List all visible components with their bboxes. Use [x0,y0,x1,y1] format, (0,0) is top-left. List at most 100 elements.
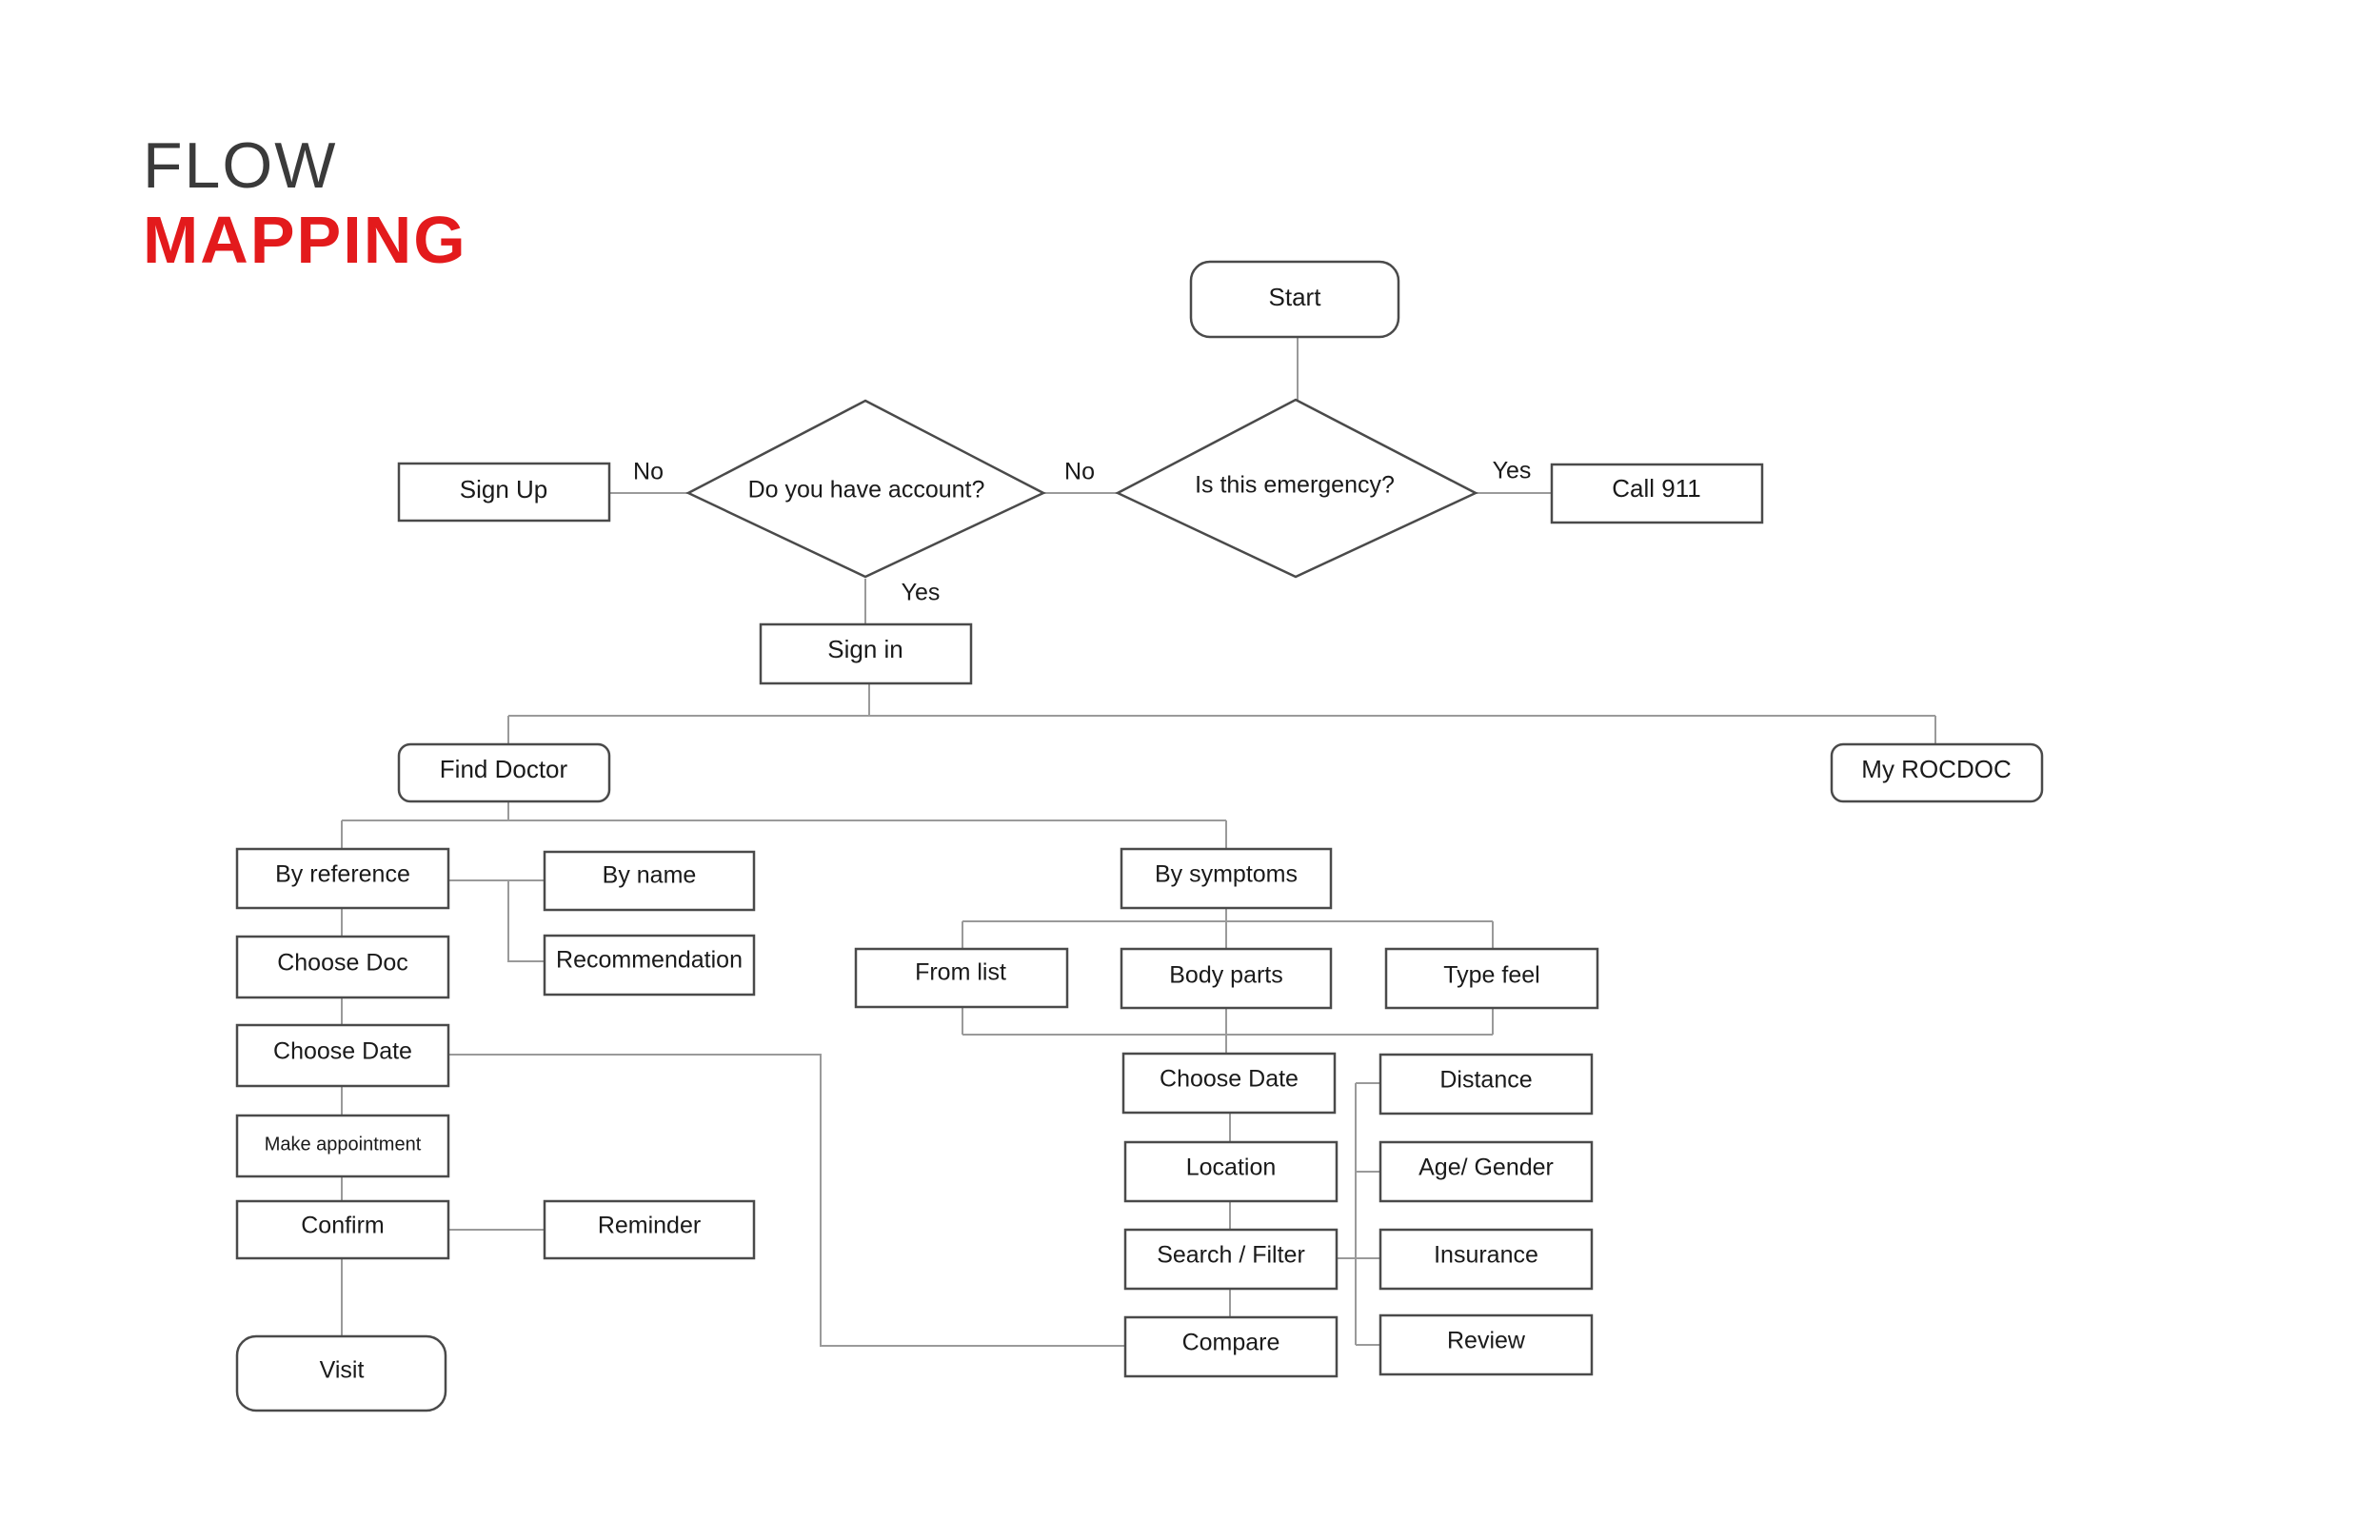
body-parts-label: Body parts [1169,962,1283,989]
recommendation-box[interactable]: Recommendation [543,934,756,997]
by-symptoms-shape [1120,847,1333,910]
connectors [341,337,1936,1347]
review-label: Review [1447,1328,1526,1354]
choose-date-right-shape [1121,1052,1337,1115]
search-filter-box[interactable]: Search / Filter [1123,1228,1339,1291]
compare-label: Compare [1182,1330,1280,1356]
reminder-box[interactable]: Reminder [543,1199,756,1260]
by-reference-box[interactable]: By reference [235,847,450,910]
start-terminal[interactable]: Start [1189,260,1400,339]
recommendation-label: Recommendation [556,947,743,974]
label-emergency-yes: Yes [1493,458,1532,484]
location-label: Location [1186,1155,1277,1181]
distance-shape [1378,1053,1594,1116]
body-parts-box[interactable]: Body parts [1120,947,1333,1010]
confirm-box[interactable]: Confirm [235,1199,450,1260]
edge-date-compare [448,1054,1125,1347]
decision-account-label: Do you have account? [748,477,985,503]
sign-up-label: Sign Up [460,475,548,503]
by-symptoms-label: By symptoms [1155,861,1298,888]
choose-doc-box[interactable]: Choose Doc [235,935,450,999]
decision-emergency[interactable]: Is this emergency? [1115,398,1478,579]
decision-account-shape [685,399,1046,579]
edge-reference-options [448,879,545,962]
choose-date-left-shape [235,1023,450,1088]
insurance-box[interactable]: Insurance [1378,1228,1594,1291]
sign-in-box[interactable]: Sign in [759,622,973,685]
call-911-label: Call 911 [1612,474,1700,503]
type-feel-box[interactable]: Type feel [1384,947,1599,1010]
decision-emergency-shape [1115,398,1478,579]
make-appointment-label: Make appointment [265,1134,422,1155]
edge-signin-branch [507,683,1936,744]
distance-box[interactable]: Distance [1378,1053,1594,1116]
label-emergency-no: No [1064,459,1095,485]
insurance-shape [1378,1228,1594,1291]
from-list-box[interactable]: From list [854,947,1069,1009]
sign-in-label: Sign in [827,635,903,663]
find-doctor-label: Find Doctor [440,755,568,783]
location-box[interactable]: Location [1123,1140,1339,1203]
page-title: FLOW MAPPING [143,128,467,277]
sign-up-box[interactable]: Sign Up [397,462,611,523]
search-filter-shape [1123,1228,1339,1291]
choose-doc-label: Choose Doc [277,950,408,977]
by-symptoms-box[interactable]: By symptoms [1120,847,1333,910]
call-911-shape [1550,463,1764,524]
label-account-no: No [633,459,664,485]
compare-box[interactable]: Compare [1123,1315,1339,1378]
sign-up-shape [397,462,611,523]
distance-label: Distance [1439,1067,1532,1094]
decision-account[interactable]: Do you have account? [685,399,1046,579]
type-feel-label: Type feel [1443,962,1539,989]
by-reference-label: By reference [275,861,410,888]
age-gender-label: Age/ Gender [1418,1155,1554,1181]
choose-doc-shape [235,935,450,999]
visit-label: Visit [320,1357,365,1384]
by-name-label: By name [603,862,697,889]
find-doctor-shape [397,742,611,803]
compare-shape [1123,1315,1339,1378]
reminder-shape [543,1199,756,1260]
sign-in-shape [759,622,973,685]
edge-finddoctor-branch [341,801,1227,849]
choose-date-right-label: Choose Date [1160,1066,1299,1093]
find-doctor-box[interactable]: Find Doctor [397,742,611,803]
visit-terminal[interactable]: Visit [235,1334,447,1412]
edge-filter-criteria [1337,1082,1380,1346]
call-911-box[interactable]: Call 911 [1550,463,1764,524]
age-gender-box[interactable]: Age/ Gender [1378,1140,1594,1203]
recommendation-shape [543,934,756,997]
edge-options-merge [962,1007,1494,1054]
start-label: Start [1269,283,1322,311]
decision-emergency-label: Is this emergency? [1195,472,1395,499]
review-shape [1378,1313,1594,1376]
my-rocdoc-label: My ROCDOC [1861,755,2011,783]
edge-symptoms-options [962,908,1494,949]
by-name-shape [543,850,756,912]
choose-date-right-box[interactable]: Choose Date [1121,1052,1337,1115]
by-name-box[interactable]: By name [543,850,756,912]
my-rocdoc-shape [1830,742,2044,803]
start-shape [1189,260,1400,339]
from-list-shape [854,947,1069,1009]
visit-shape [235,1334,447,1412]
make-appointment-shape [235,1114,450,1178]
confirm-shape [235,1199,450,1260]
title-flow: FLOW [143,129,338,202]
from-list-label: From list [915,959,1006,986]
search-filter-label: Search / Filter [1157,1242,1305,1269]
label-account-yes: Yes [902,580,941,606]
make-appointment-box[interactable]: Make appointment [235,1114,450,1178]
by-reference-shape [235,847,450,910]
edge-labels: Yes No No Yes [633,458,1531,606]
choose-date-left-box[interactable]: Choose Date [235,1023,450,1088]
body-parts-shape [1120,947,1333,1010]
confirm-label: Confirm [301,1213,385,1239]
review-box[interactable]: Review [1378,1313,1594,1376]
title-mapping: MAPPING [143,203,467,277]
my-rocdoc-box[interactable]: My ROCDOC [1830,742,2044,803]
type-feel-shape [1384,947,1599,1010]
nodes: Start Is this emergency? Call 911 Do you… [235,260,2044,1412]
age-gender-shape [1378,1140,1594,1203]
